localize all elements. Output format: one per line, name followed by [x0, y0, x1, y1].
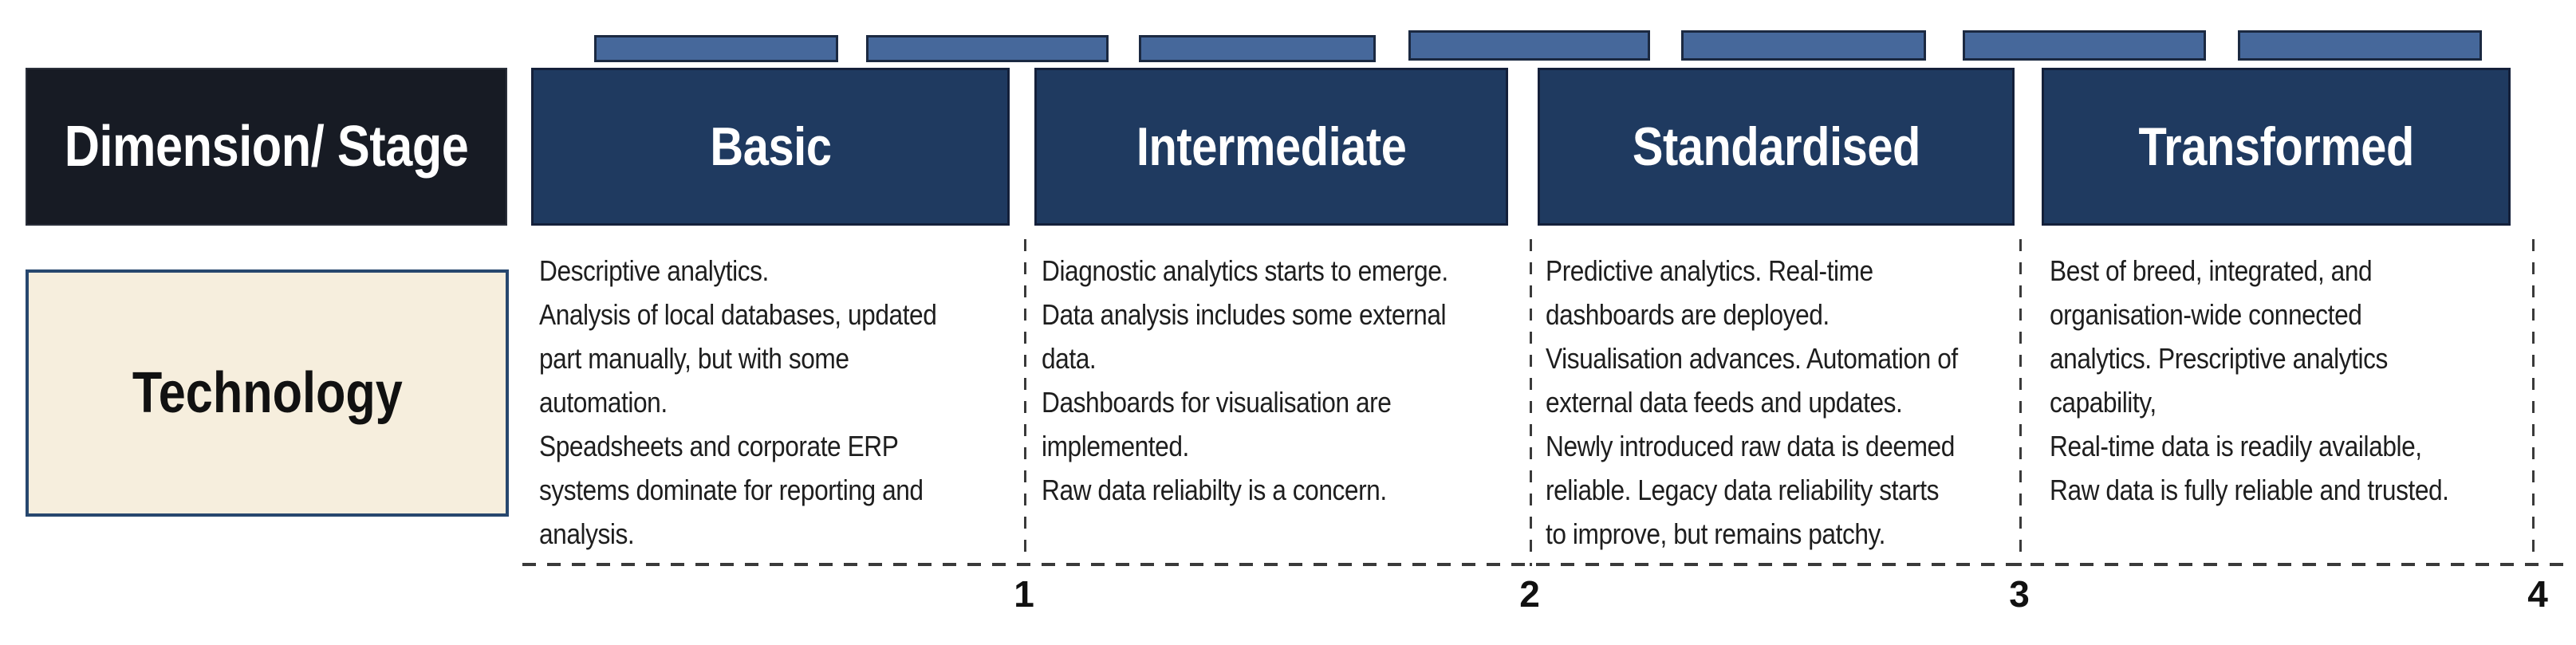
timeline-bar [1681, 30, 1926, 61]
scale-marker-2: 2 [1519, 573, 1540, 615]
cell-technology-intermediate: Diagnostic analytics starts to emerge. D… [1042, 249, 1514, 512]
scale-marker-4: 4 [2527, 573, 2548, 615]
stage-header-label: Standardised [1632, 116, 1920, 177]
scale-marker-1: 1 [1014, 573, 1034, 615]
baseline-divider [522, 563, 2566, 566]
timeline-bar [1139, 35, 1376, 62]
cell-text: Predictive analytics. Real-time dashboar… [1546, 254, 1958, 550]
timeline-bar [594, 35, 838, 62]
stage-header-label: Basic [709, 116, 832, 177]
cell-technology-transformed: Best of breed, integrated, and organisat… [2050, 249, 2520, 512]
timeline-bar [2238, 30, 2482, 61]
stage-divider-1 [1024, 239, 1026, 566]
cell-technology-basic: Descriptive analytics. Analysis of local… [539, 249, 1018, 556]
row-label-text: Technology [132, 361, 403, 425]
stage-header-standardised: Standardised [1538, 68, 2015, 226]
corner-header-dimension-stage: Dimension/ Stage [26, 68, 507, 226]
stage-header-basic: Basic [531, 68, 1010, 226]
cell-text: Descriptive analytics. Analysis of local… [539, 254, 937, 550]
stage-header-intermediate: Intermediate [1034, 68, 1508, 226]
cell-technology-standardised: Predictive analytics. Real-time dashboar… [1546, 249, 2015, 556]
stage-divider-3 [2019, 239, 2022, 566]
timeline-bar [1963, 30, 2206, 61]
row-label-technology: Technology [26, 269, 509, 517]
stage-divider-2 [1530, 239, 1532, 566]
timeline-bar [866, 35, 1109, 62]
cell-text: Diagnostic analytics starts to emerge. D… [1042, 254, 1448, 506]
stage-divider-4 [2532, 239, 2535, 566]
scale-marker-3: 3 [2009, 573, 2030, 615]
timeline-bar [1408, 30, 1650, 61]
stage-header-transformed: Transformed [2042, 68, 2511, 226]
stage-header-label: Transformed [2138, 116, 2414, 177]
stage-header-label: Intermediate [1136, 116, 1407, 177]
cell-text: Best of breed, integrated, and organisat… [2050, 254, 2449, 506]
corner-header-label: Dimension/ Stage [64, 115, 469, 179]
